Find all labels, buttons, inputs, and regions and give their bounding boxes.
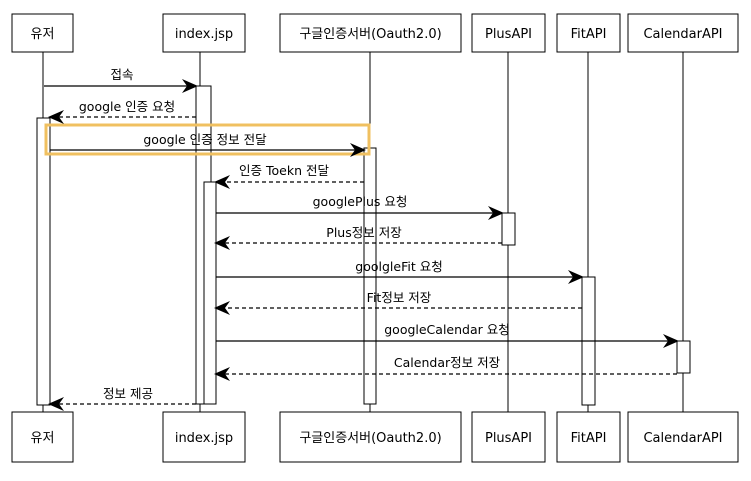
participant-box-fit bbox=[556, 13, 621, 53]
message-label: Fit정보 저장 bbox=[367, 290, 432, 305]
messages: 접속 google 인증 요청 google 인증 정보 전달 인증 Toekn… bbox=[44, 67, 679, 411]
participants-bottom: 유저 index.jsp 구글인증서버(Oauth2.0) PlusAPI Fi… bbox=[11, 411, 739, 463]
participant-box-user bbox=[11, 13, 74, 53]
participant-label: CalendarAPI bbox=[643, 27, 722, 42]
participant-box-index bbox=[162, 411, 246, 463]
activation-user bbox=[36, 117, 51, 406]
participants-top: 유저 index.jsp 구글인증서버(Oauth2.0) PlusAPI Fi… bbox=[11, 13, 739, 53]
activation-index-inner bbox=[203, 181, 217, 405]
participant-box-calendar bbox=[627, 411, 739, 463]
participant-box-google bbox=[279, 411, 462, 463]
participant-label: 유저 bbox=[31, 431, 55, 446]
message-label: 정보 제공 bbox=[103, 386, 153, 401]
participant-box-plus bbox=[471, 411, 546, 463]
participant-box-google bbox=[279, 13, 462, 53]
participant-label: 유저 bbox=[31, 27, 55, 42]
highlight-box bbox=[44, 123, 371, 156]
participant-label: 구글인증서버(Oauth2.0) bbox=[299, 27, 441, 42]
participant-label: PlusAPI bbox=[485, 27, 532, 42]
participant-label: FitAPI bbox=[571, 27, 607, 42]
message-label: google 인증 요청 bbox=[79, 99, 175, 114]
activation-calendar bbox=[676, 340, 691, 374]
participant-box-plus bbox=[471, 13, 546, 53]
participant-box-user bbox=[11, 411, 74, 463]
participant-label: FitAPI bbox=[571, 431, 607, 446]
participant-label: index.jsp bbox=[175, 431, 233, 446]
message-label: googlePlus 요청 bbox=[313, 194, 408, 209]
participant-label: PlusAPI bbox=[485, 431, 532, 446]
participant-box-calendar bbox=[627, 13, 739, 53]
message-label: Plus정보 저장 bbox=[326, 225, 402, 240]
message-label: googleCalendar 요청 bbox=[384, 322, 510, 337]
activations bbox=[36, 85, 691, 406]
message-label: goolgleFit 요청 bbox=[355, 259, 442, 274]
message-label: Calendar정보 저장 bbox=[394, 355, 501, 370]
participant-label: CalendarAPI bbox=[643, 431, 722, 446]
message-label: google 인증 정보 전달 bbox=[143, 132, 267, 147]
participant-box-fit bbox=[556, 411, 621, 463]
activation-google bbox=[363, 147, 377, 405]
message-label: 접속 bbox=[110, 67, 133, 82]
message-label: 인증 Toekn 전달 bbox=[239, 163, 329, 178]
participant-label: index.jsp bbox=[175, 27, 233, 42]
participant-box-index bbox=[162, 13, 246, 53]
participant-label: 구글인증서버(Oauth2.0) bbox=[299, 431, 441, 446]
activation-plus bbox=[501, 212, 516, 246]
